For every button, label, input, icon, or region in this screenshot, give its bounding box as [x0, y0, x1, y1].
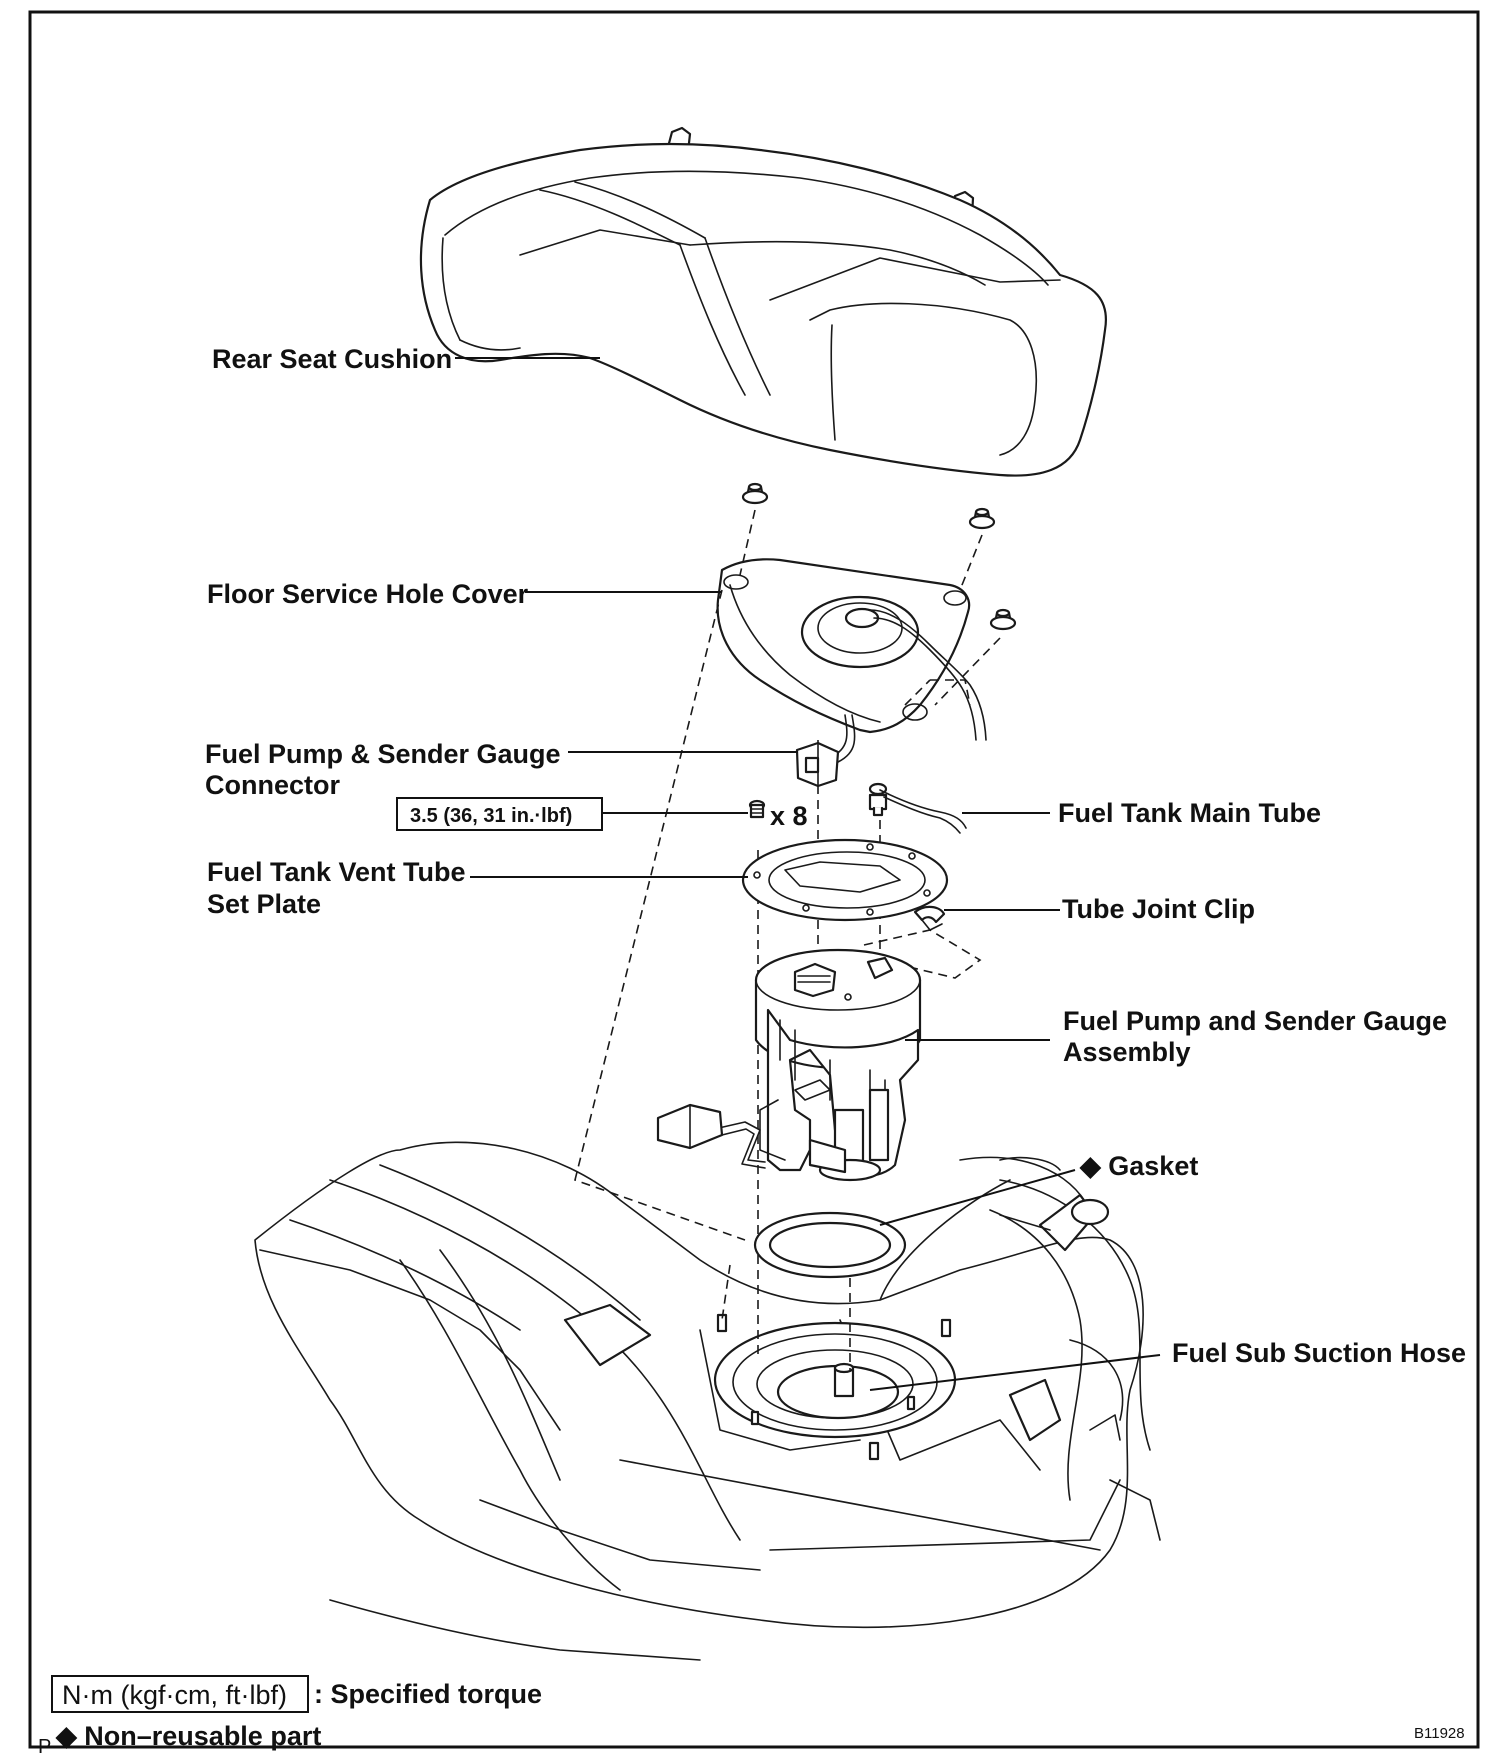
label-fuel-sub-suction-hose: Fuel Sub Suction Hose	[1172, 1338, 1466, 1368]
fuel-tank-drawing	[254, 1141, 1161, 1661]
cover-screws	[741, 482, 1017, 631]
legend-torque-text: : Specified torque	[314, 1679, 542, 1709]
label-fuel-tank-main-tube: Fuel Tank Main Tube	[1058, 798, 1321, 828]
set-plate-bolt	[748, 799, 766, 819]
label-vent-tube-plate-line1: Fuel Tank Vent Tube	[207, 857, 466, 887]
label-pump-assembly-line2: Assembly	[1063, 1037, 1191, 1067]
fuel-pump-assembly-drawing	[656, 948, 922, 1182]
leader-lines	[455, 357, 1161, 1391]
legend: N·m (kgf·cm, ft·lbf) : Specified torque …	[38, 1675, 1465, 1758]
main-tube-drawing	[868, 782, 967, 834]
label-vent-tube-plate-line2: Set Plate	[207, 889, 321, 919]
label-tube-joint-clip: Tube Joint Clip	[1062, 894, 1255, 924]
label-floor-service-hole-cover: Floor Service Hole Cover	[207, 579, 529, 609]
part-labels: Rear Seat Cushion Floor Service Hole Cov…	[205, 344, 1466, 1368]
figure-code: B11928	[1414, 1725, 1465, 1742]
label-rear-seat-cushion: Rear Seat Cushion	[212, 344, 452, 374]
bolt-count: x 8	[770, 801, 808, 831]
torque-box	[396, 797, 603, 831]
legend-corner-mark: P	[38, 1736, 51, 1758]
label-pump-assembly-line1: Fuel Pump and Sender Gauge	[1063, 1006, 1447, 1036]
legend-torque-box	[51, 1675, 309, 1713]
rear-seat-cushion-drawing	[419, 126, 1107, 477]
gasket-drawing	[753, 1211, 907, 1279]
torque-value: 3.5 (36, 31 in.·lbf)	[410, 805, 572, 827]
vent-tube-set-plate-drawing	[741, 838, 949, 922]
diagram-frame	[28, 10, 1480, 1749]
connector-drawing	[795, 714, 856, 788]
label-connector-line2: Connector	[205, 770, 340, 800]
tube-joint-clip-drawing	[913, 905, 946, 931]
legend-torque-unit: N·m (kgf·cm, ft·lbf)	[62, 1680, 287, 1710]
label-gasket: ◆ Gasket	[1079, 1151, 1198, 1181]
floor-service-hole-cover-drawing	[716, 558, 987, 741]
legend-non-reusable: ◆ Non–reusable part	[55, 1721, 321, 1751]
label-connector-line1: Fuel Pump & Sender Gauge	[205, 739, 561, 769]
